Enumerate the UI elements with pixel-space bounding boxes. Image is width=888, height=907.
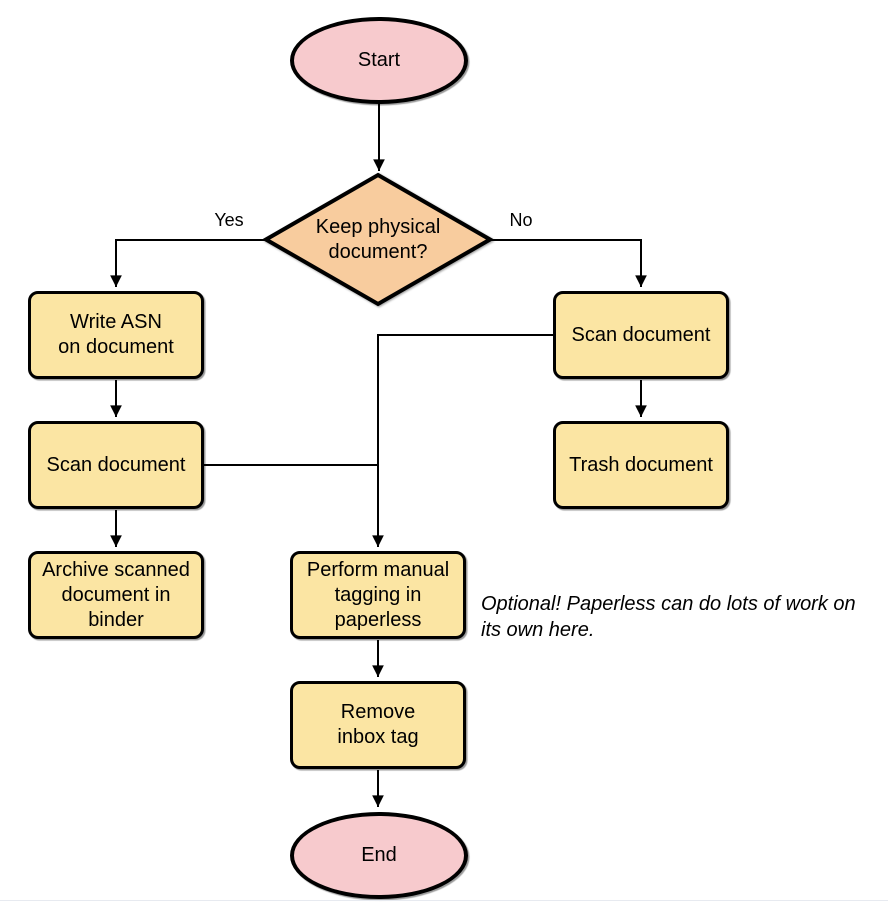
node-end-label: End [361, 844, 397, 866]
node-tagging-label: Perform manual tagging in paperless [306, 558, 450, 631]
node-trash-label: Trash document [569, 453, 713, 476]
node-start: Start [290, 17, 468, 104]
edge-label-yes: Yes [214, 210, 244, 230]
node-write-asn: Write ASN on document [28, 291, 204, 379]
edge-scan-right-to-tagging [372, 334, 554, 547]
bottom-divider [0, 900, 888, 901]
node-archive-binder: Archive scanned document in binder [28, 551, 204, 639]
diamond-shape [263, 172, 493, 307]
node-start-label: Start [357, 49, 401, 71]
node-remove-inbox-label: Remove inbox tag [337, 701, 419, 748]
node-scan-left-label: Scan document [46, 453, 186, 476]
node-end: End [290, 812, 468, 899]
node-scan-document-left: Scan document [28, 421, 204, 509]
edge-decision-yes-to-write-asn [110, 239, 266, 287]
node-archive-label: Archive scanned document in binder [42, 558, 190, 631]
edge-decision-no-to-scan-right [489, 239, 647, 287]
node-manual-tagging: Perform manual tagging in paperless [290, 551, 466, 639]
node-keep-physical-document: Keep physical document? [263, 172, 493, 307]
node-write-asn-label: Write ASN on document [58, 311, 174, 358]
edge-label-no: No [509, 210, 533, 230]
node-trash-document: Trash document [553, 421, 729, 509]
node-scan-document-right: Scan document [553, 291, 729, 379]
optional-annotation: Optional! Paperless can do lots of work … [481, 593, 856, 641]
node-keep-physical-label: Keep physical document? [315, 215, 441, 263]
node-remove-inbox-tag: Remove inbox tag [290, 681, 466, 769]
node-scan-right-label: Scan document [571, 323, 711, 346]
